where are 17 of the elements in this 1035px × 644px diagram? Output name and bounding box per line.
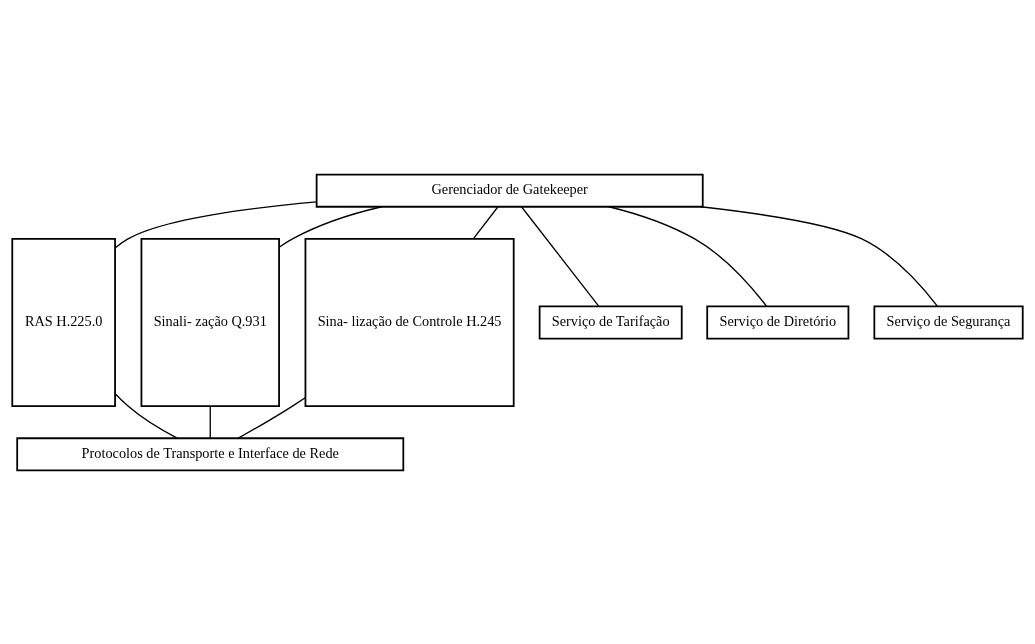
- connector: [472, 205, 499, 239]
- connector: [278, 205, 383, 248]
- connector: [521, 205, 600, 307]
- connector: [237, 396, 306, 439]
- node-box: Serviço de Tarifação: [538, 305, 683, 339]
- connector: [608, 205, 768, 307]
- node-box: Sinali- zação Q.931: [140, 237, 280, 407]
- connector: [114, 200, 318, 248]
- node-box: RAS H.225.0: [11, 237, 116, 407]
- connector: [114, 392, 178, 439]
- connector: [209, 404, 211, 439]
- node-box: Sina- lização de Controle H.245: [304, 237, 515, 407]
- node-box: Gerenciador de Gatekeeper: [315, 173, 704, 208]
- node-box: Serviço de Segurança: [873, 305, 1024, 339]
- node-box: Serviço de Diretório: [706, 305, 850, 339]
- connector: [700, 205, 938, 307]
- node-box: Protocolos de Transporte e Interface de Rede: [16, 436, 405, 471]
